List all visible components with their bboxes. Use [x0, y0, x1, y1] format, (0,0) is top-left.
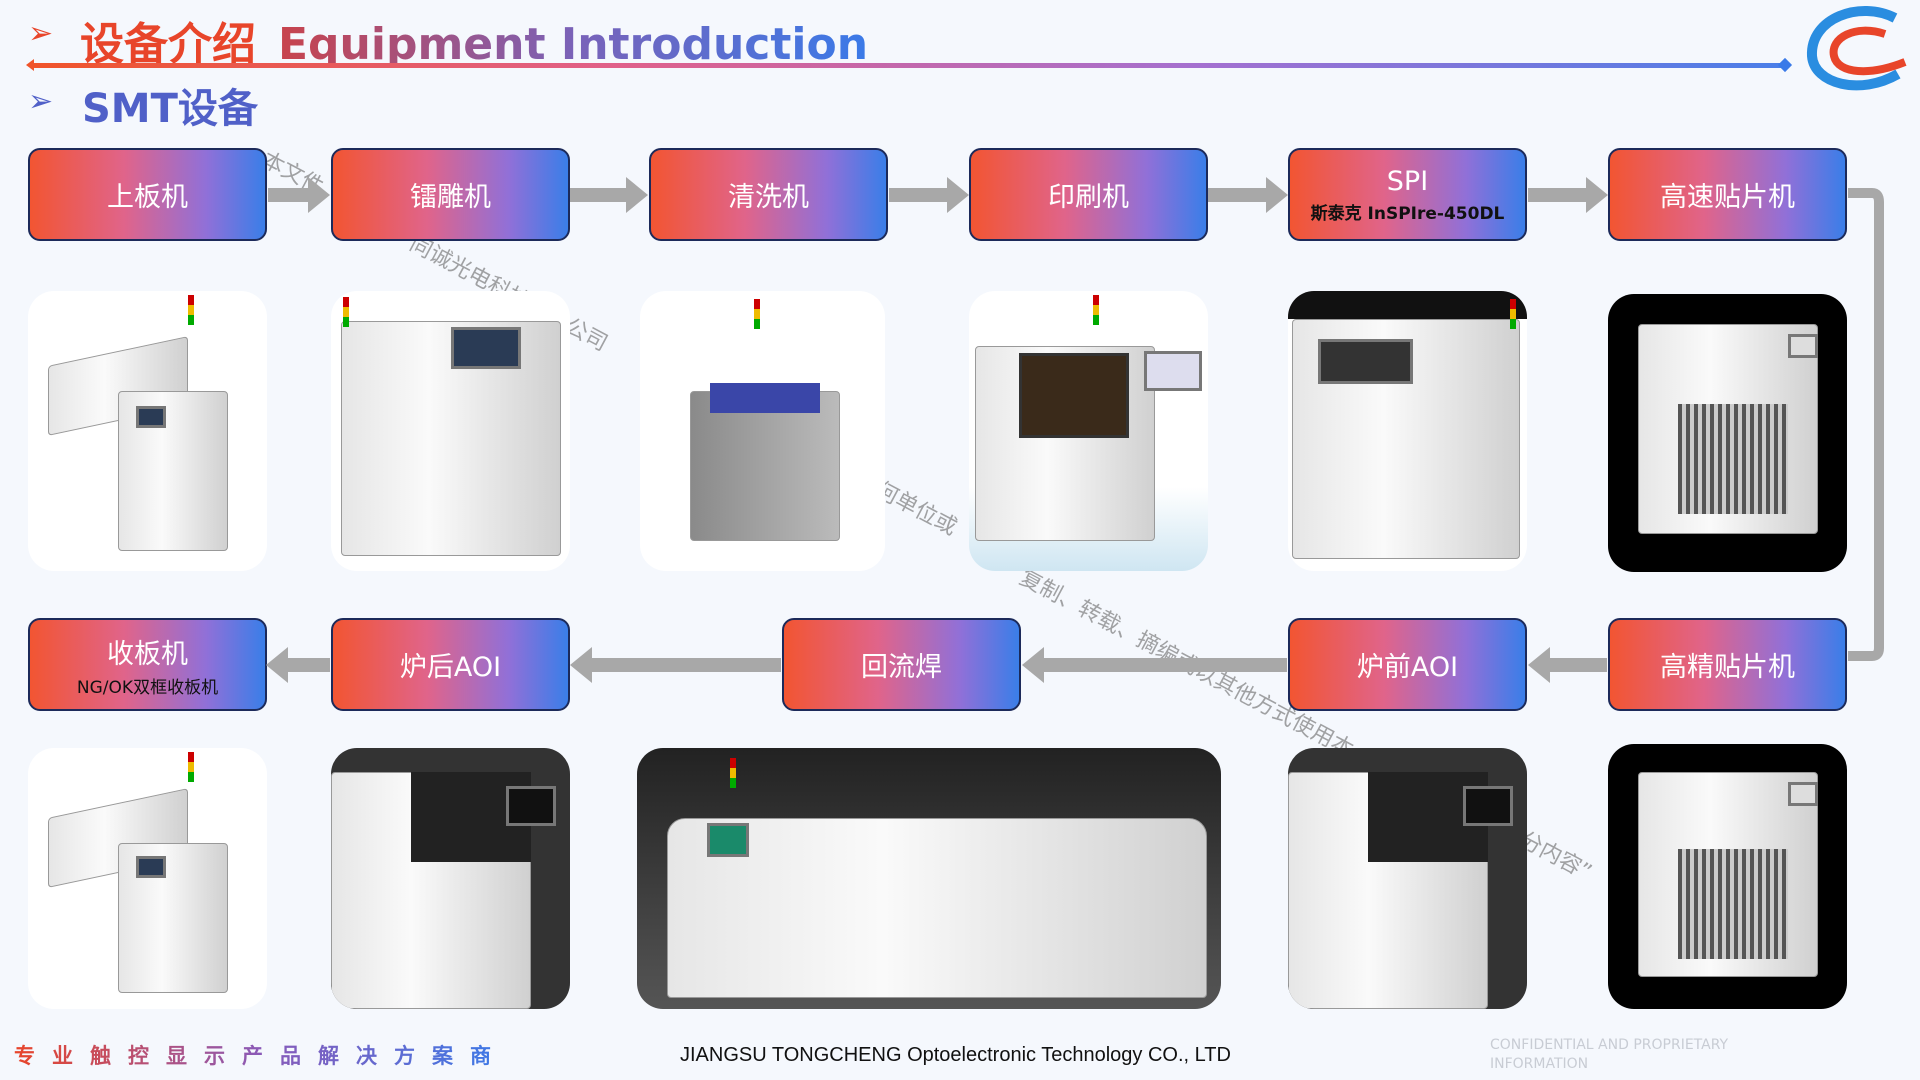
- chevron-right-icon: ➢: [28, 16, 54, 51]
- step-label: 印刷机: [1048, 182, 1129, 213]
- flow-arrow-right-icon: [889, 177, 969, 213]
- step-laser-marker[interactable]: 镭雕机: [331, 148, 570, 241]
- image-printer: [969, 291, 1208, 571]
- step-high-speed-mounter[interactable]: 高速贴片机: [1608, 148, 1847, 241]
- page-title: 设备介绍 Equipment Introduction: [80, 8, 868, 72]
- flow-arrow-left-icon: [570, 647, 781, 683]
- step-post-reflow-aoi[interactable]: 炉后AOI: [331, 618, 570, 711]
- step-label: 炉后AOI: [399, 652, 502, 683]
- company-logo: [1807, 6, 1907, 91]
- step-spi[interactable]: SPI 斯泰克 InSPIre-450DL: [1288, 148, 1527, 241]
- step-label: 炉前AOI: [1356, 652, 1459, 683]
- step-label: SPI: [1386, 165, 1429, 197]
- step-label: 上板机: [107, 182, 188, 213]
- flow-arrow-left-icon: [266, 647, 330, 683]
- footer-company: JIANGSU TONGCHENG Optoelectronic Technol…: [680, 1044, 1231, 1066]
- title-en: Equipment Introduction: [278, 19, 869, 70]
- flow-arrow-left-icon: [1528, 647, 1607, 683]
- step-pre-reflow-aoi[interactable]: 炉前AOI: [1288, 618, 1527, 711]
- image-loader: [28, 291, 267, 571]
- watermark-text: 分内容”: [1515, 827, 1596, 886]
- step-reflow[interactable]: 回流焊: [782, 618, 1021, 711]
- flow-arrow-right-icon: [1528, 177, 1608, 213]
- step-label: 清洗机: [728, 182, 809, 213]
- step-label: 镭雕机: [410, 182, 491, 213]
- step-label: 高速贴片机: [1660, 182, 1795, 213]
- step-sublabel: 斯泰克 InSPIre-450DL: [1310, 203, 1505, 224]
- title-cn: 设备介绍: [80, 19, 256, 70]
- title-divider: [26, 59, 1784, 71]
- step-unloader[interactable]: 收板机 NG/OK双框收板机: [28, 618, 267, 711]
- image-unloader: [28, 748, 267, 1009]
- step-printer[interactable]: 印刷机: [969, 148, 1208, 241]
- image-high-speed-mounter: [1608, 294, 1847, 572]
- image-pre-reflow-aoi: [1288, 748, 1527, 1009]
- step-label: 高精贴片机: [1660, 652, 1795, 683]
- section-subtitle: SMT设备: [82, 86, 258, 132]
- image-spi: [1288, 291, 1527, 571]
- image-post-reflow-aoi: [331, 748, 570, 1009]
- footer-slogan: 专业触控显示产品解决方案商: [14, 1040, 508, 1070]
- footer-confidential: CONFIDENTIAL AND PROPRIETARY INFORMATION: [1490, 1037, 1729, 1072]
- chevron-right-icon: ➢: [28, 84, 54, 119]
- step-high-precision-mounter[interactable]: 高精贴片机: [1608, 618, 1847, 711]
- image-laser-marker: [331, 291, 570, 571]
- flow-arrow-right-icon: [570, 177, 648, 213]
- step-sublabel: NG/OK双框收板机: [76, 677, 219, 698]
- step-loader[interactable]: 上板机: [28, 148, 267, 241]
- step-label: 回流焊: [861, 652, 942, 683]
- image-reflow-oven: [637, 748, 1221, 1009]
- step-cleaner[interactable]: 清洗机: [649, 148, 888, 241]
- flow-arrow-right-icon: [268, 177, 330, 213]
- image-cleaner: [640, 291, 885, 571]
- flow-arrow-left-icon: [1022, 647, 1287, 683]
- image-high-precision-mounter: [1608, 744, 1847, 1009]
- flow-arrow-right-icon: [1208, 177, 1288, 213]
- flow-connector-icon: [1848, 188, 1884, 661]
- step-label: 收板机: [107, 638, 188, 670]
